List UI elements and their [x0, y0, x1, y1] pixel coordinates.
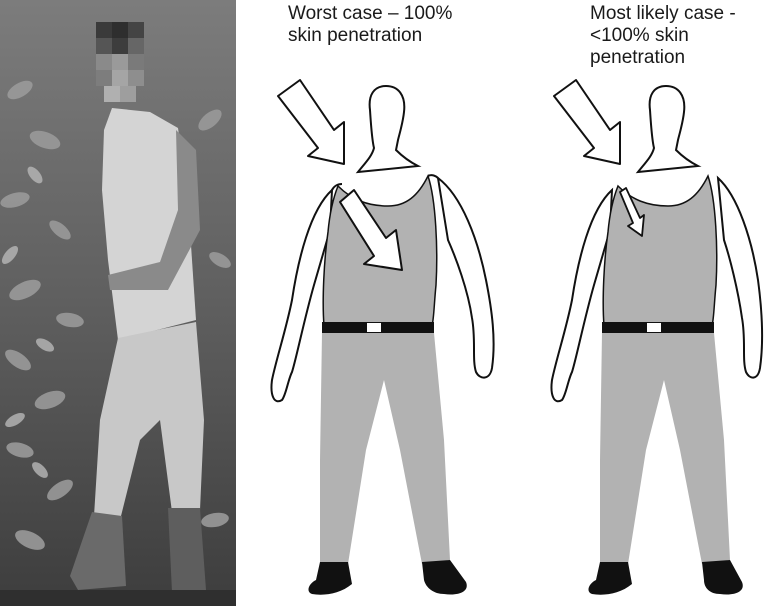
right-shoe	[702, 560, 743, 595]
head	[638, 86, 698, 172]
belt-buckle	[647, 323, 661, 332]
head	[358, 86, 418, 172]
left-shoe	[589, 562, 632, 595]
tank-top	[603, 176, 717, 326]
belt-buckle	[367, 323, 381, 332]
left-shoe	[309, 562, 352, 595]
trousers	[320, 333, 450, 564]
worst-case-figure	[240, 0, 502, 606]
right-arm	[718, 178, 762, 378]
right-shoe	[422, 560, 467, 595]
field-worker-photo	[0, 0, 236, 606]
right-arm	[438, 178, 494, 378]
exposure-arrow-outer	[554, 80, 620, 164]
likely-case-figure	[520, 0, 765, 606]
exposure-arrow-outer	[278, 80, 344, 164]
trousers	[600, 333, 730, 564]
